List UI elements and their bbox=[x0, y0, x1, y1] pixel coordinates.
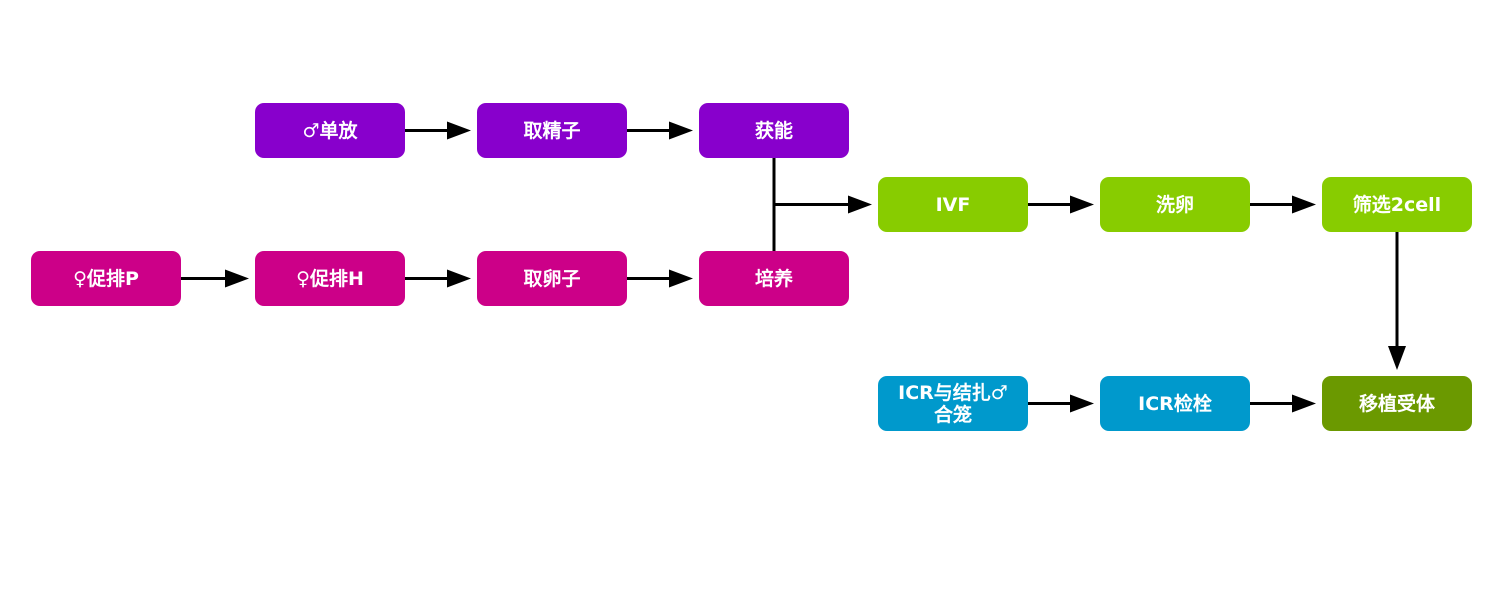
edge-superovulation-h-to-collect-eggs-arrowhead bbox=[447, 269, 471, 288]
node-label: 移植受体 bbox=[1358, 392, 1435, 415]
node-label: 取卵子 bbox=[523, 267, 581, 290]
edge-collect-sperm-to-capacitation-arrowhead bbox=[669, 121, 693, 140]
edge-wash-eggs-to-screen-2cell-arrowhead bbox=[1292, 195, 1316, 214]
node-capacitation[interactable]: 获能 bbox=[699, 103, 849, 158]
node-icr-plug-check[interactable]: ICR检栓 bbox=[1100, 376, 1250, 431]
node-label: ♀促排P bbox=[73, 267, 139, 290]
node-ivf[interactable]: IVF bbox=[878, 177, 1028, 232]
node-screen-2cell[interactable]: 筛选2cell bbox=[1322, 177, 1472, 232]
node-label: ♀促排H bbox=[296, 267, 364, 290]
node-label: 筛选2cell bbox=[1352, 193, 1442, 216]
node-culture[interactable]: 培养 bbox=[699, 251, 849, 306]
node-label-line2: 合笼 bbox=[933, 403, 972, 426]
edge-superovulation-p-to-superovulation-h-arrowhead bbox=[225, 269, 249, 288]
node-label: ♂单放 bbox=[302, 119, 358, 142]
node-wash-eggs[interactable]: 洗卵 bbox=[1100, 177, 1250, 232]
node-label: 取精子 bbox=[523, 119, 581, 142]
edge-collect-eggs-to-culture-arrowhead bbox=[669, 269, 693, 288]
node-label: 洗卵 bbox=[1155, 193, 1194, 216]
edge-ivf-to-wash-eggs-arrowhead bbox=[1070, 195, 1094, 214]
node-icr-mating[interactable]: ICR与结扎♂ 合笼 bbox=[878, 376, 1028, 431]
edge-icr-plug-check-to-transfer-recipient-arrowhead bbox=[1292, 394, 1316, 413]
node-label-multiline: ICR与结扎♂ 合笼 bbox=[898, 382, 1008, 426]
node-superovulation-h[interactable]: ♀促排H bbox=[255, 251, 405, 306]
node-collect-sperm[interactable]: 取精子 bbox=[477, 103, 627, 158]
edge-male-single-to-collect-sperm-arrowhead bbox=[447, 121, 471, 140]
edge-merge-arrowhead bbox=[848, 195, 872, 214]
node-label: 培养 bbox=[754, 267, 793, 290]
node-label: IVF bbox=[935, 193, 971, 216]
edge-icr-mating-to-icr-plug-check-arrowhead bbox=[1070, 394, 1094, 413]
node-collect-eggs[interactable]: 取卵子 bbox=[477, 251, 627, 306]
node-label-line1: ICR与结扎♂ bbox=[898, 381, 1008, 404]
node-transfer-recipient[interactable]: 移植受体 bbox=[1322, 376, 1472, 431]
node-superovulation-p[interactable]: ♀促排P bbox=[31, 251, 181, 306]
edge-screen-2cell-to-transfer-recipient-arrowhead bbox=[1388, 346, 1406, 370]
node-male-single[interactable]: ♂单放 bbox=[255, 103, 405, 158]
node-label: 获能 bbox=[754, 119, 793, 142]
edges-layer bbox=[181, 121, 1406, 413]
node-label: ICR检栓 bbox=[1138, 392, 1212, 415]
